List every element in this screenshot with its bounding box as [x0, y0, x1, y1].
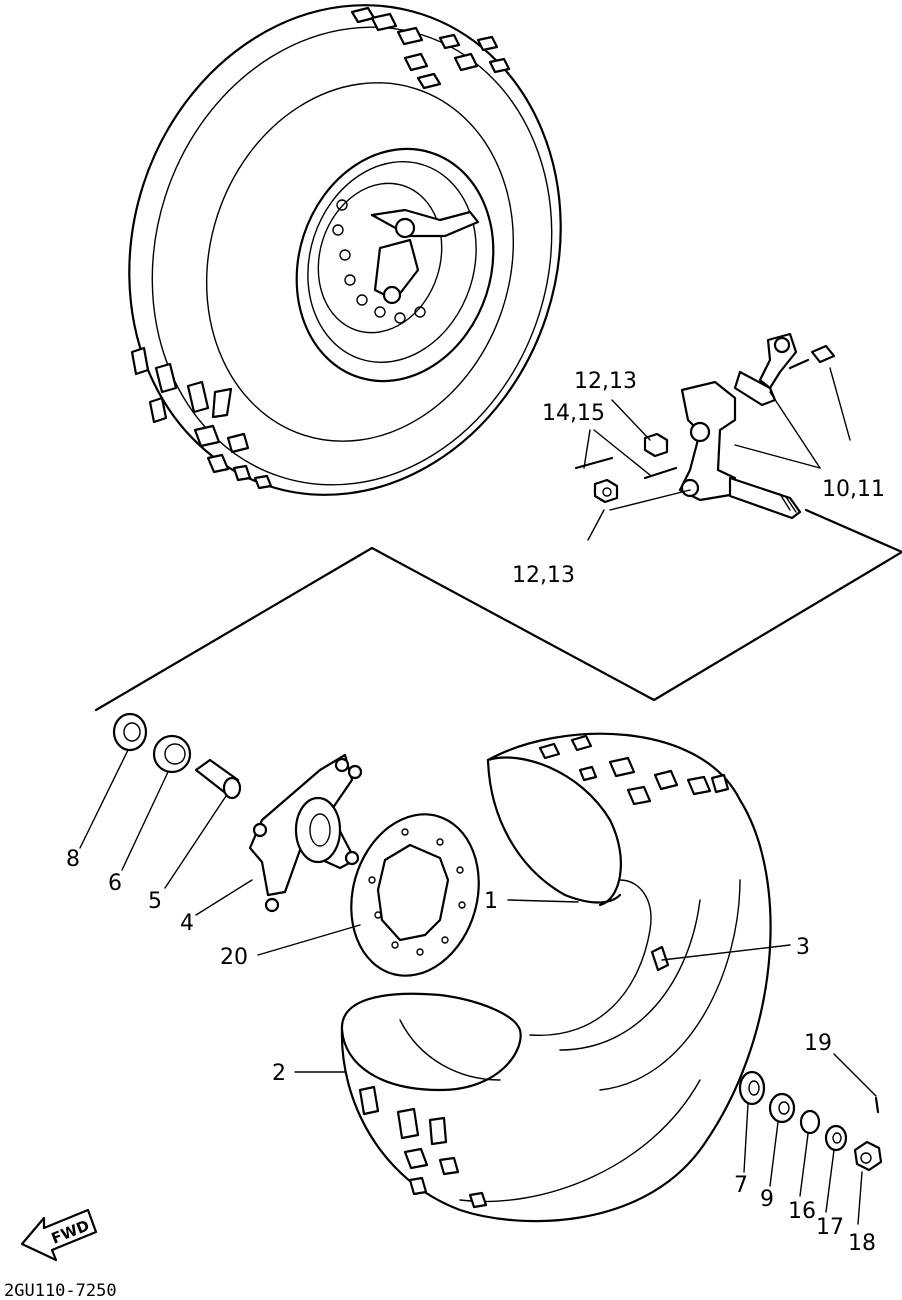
- brake-disc-holes: [332, 199, 426, 324]
- label-17: 17: [816, 1215, 844, 1240]
- label-16: 16: [788, 1199, 816, 1224]
- label-2: 2: [272, 1061, 286, 1086]
- wheel-and-tire-parts-1-2: [340, 732, 772, 1223]
- label-1: 1: [484, 889, 498, 914]
- oil-seal-part-8: [112, 712, 148, 752]
- hub-part-4: [248, 753, 363, 913]
- assembly-guide-lines: [94, 489, 902, 712]
- steering-knuckle-assembly: [574, 332, 836, 520]
- label-19: 19: [804, 1031, 832, 1056]
- label-3: 3: [796, 935, 810, 960]
- label-8: 8: [66, 847, 80, 872]
- label-14-15: 14,15: [542, 401, 605, 426]
- spacer-part-5: [194, 758, 242, 800]
- leader-lines: [79, 367, 877, 1225]
- tread-bottom: [130, 346, 273, 490]
- brake-disc-part-20: [350, 813, 480, 977]
- label-18: 18: [848, 1231, 876, 1256]
- label-6: 6: [108, 871, 122, 896]
- tread-top: [350, 6, 511, 90]
- label-4: 4: [180, 911, 194, 936]
- drawing-code: 2GU110-7250: [4, 1281, 117, 1300]
- label-7: 7: [734, 1173, 748, 1198]
- label-5: 5: [148, 889, 162, 914]
- axle-small-parts: [738, 1070, 883, 1172]
- part-number-labels: 1 2 3 4 5 6 7 8 9 10,11 12,13 12,13 14,1…: [66, 369, 885, 1256]
- forward-direction-arrow-icon: FWD: [20, 1208, 98, 1262]
- label-12-13-bottom: 12,13: [512, 563, 575, 588]
- label-10-11: 10,11: [822, 477, 885, 502]
- label-20: 20: [220, 945, 248, 970]
- assembled-front-wheel: [128, 4, 562, 496]
- label-12-13-top: 12,13: [574, 369, 637, 394]
- label-9: 9: [760, 1187, 774, 1212]
- bearing-part-6: [152, 734, 192, 774]
